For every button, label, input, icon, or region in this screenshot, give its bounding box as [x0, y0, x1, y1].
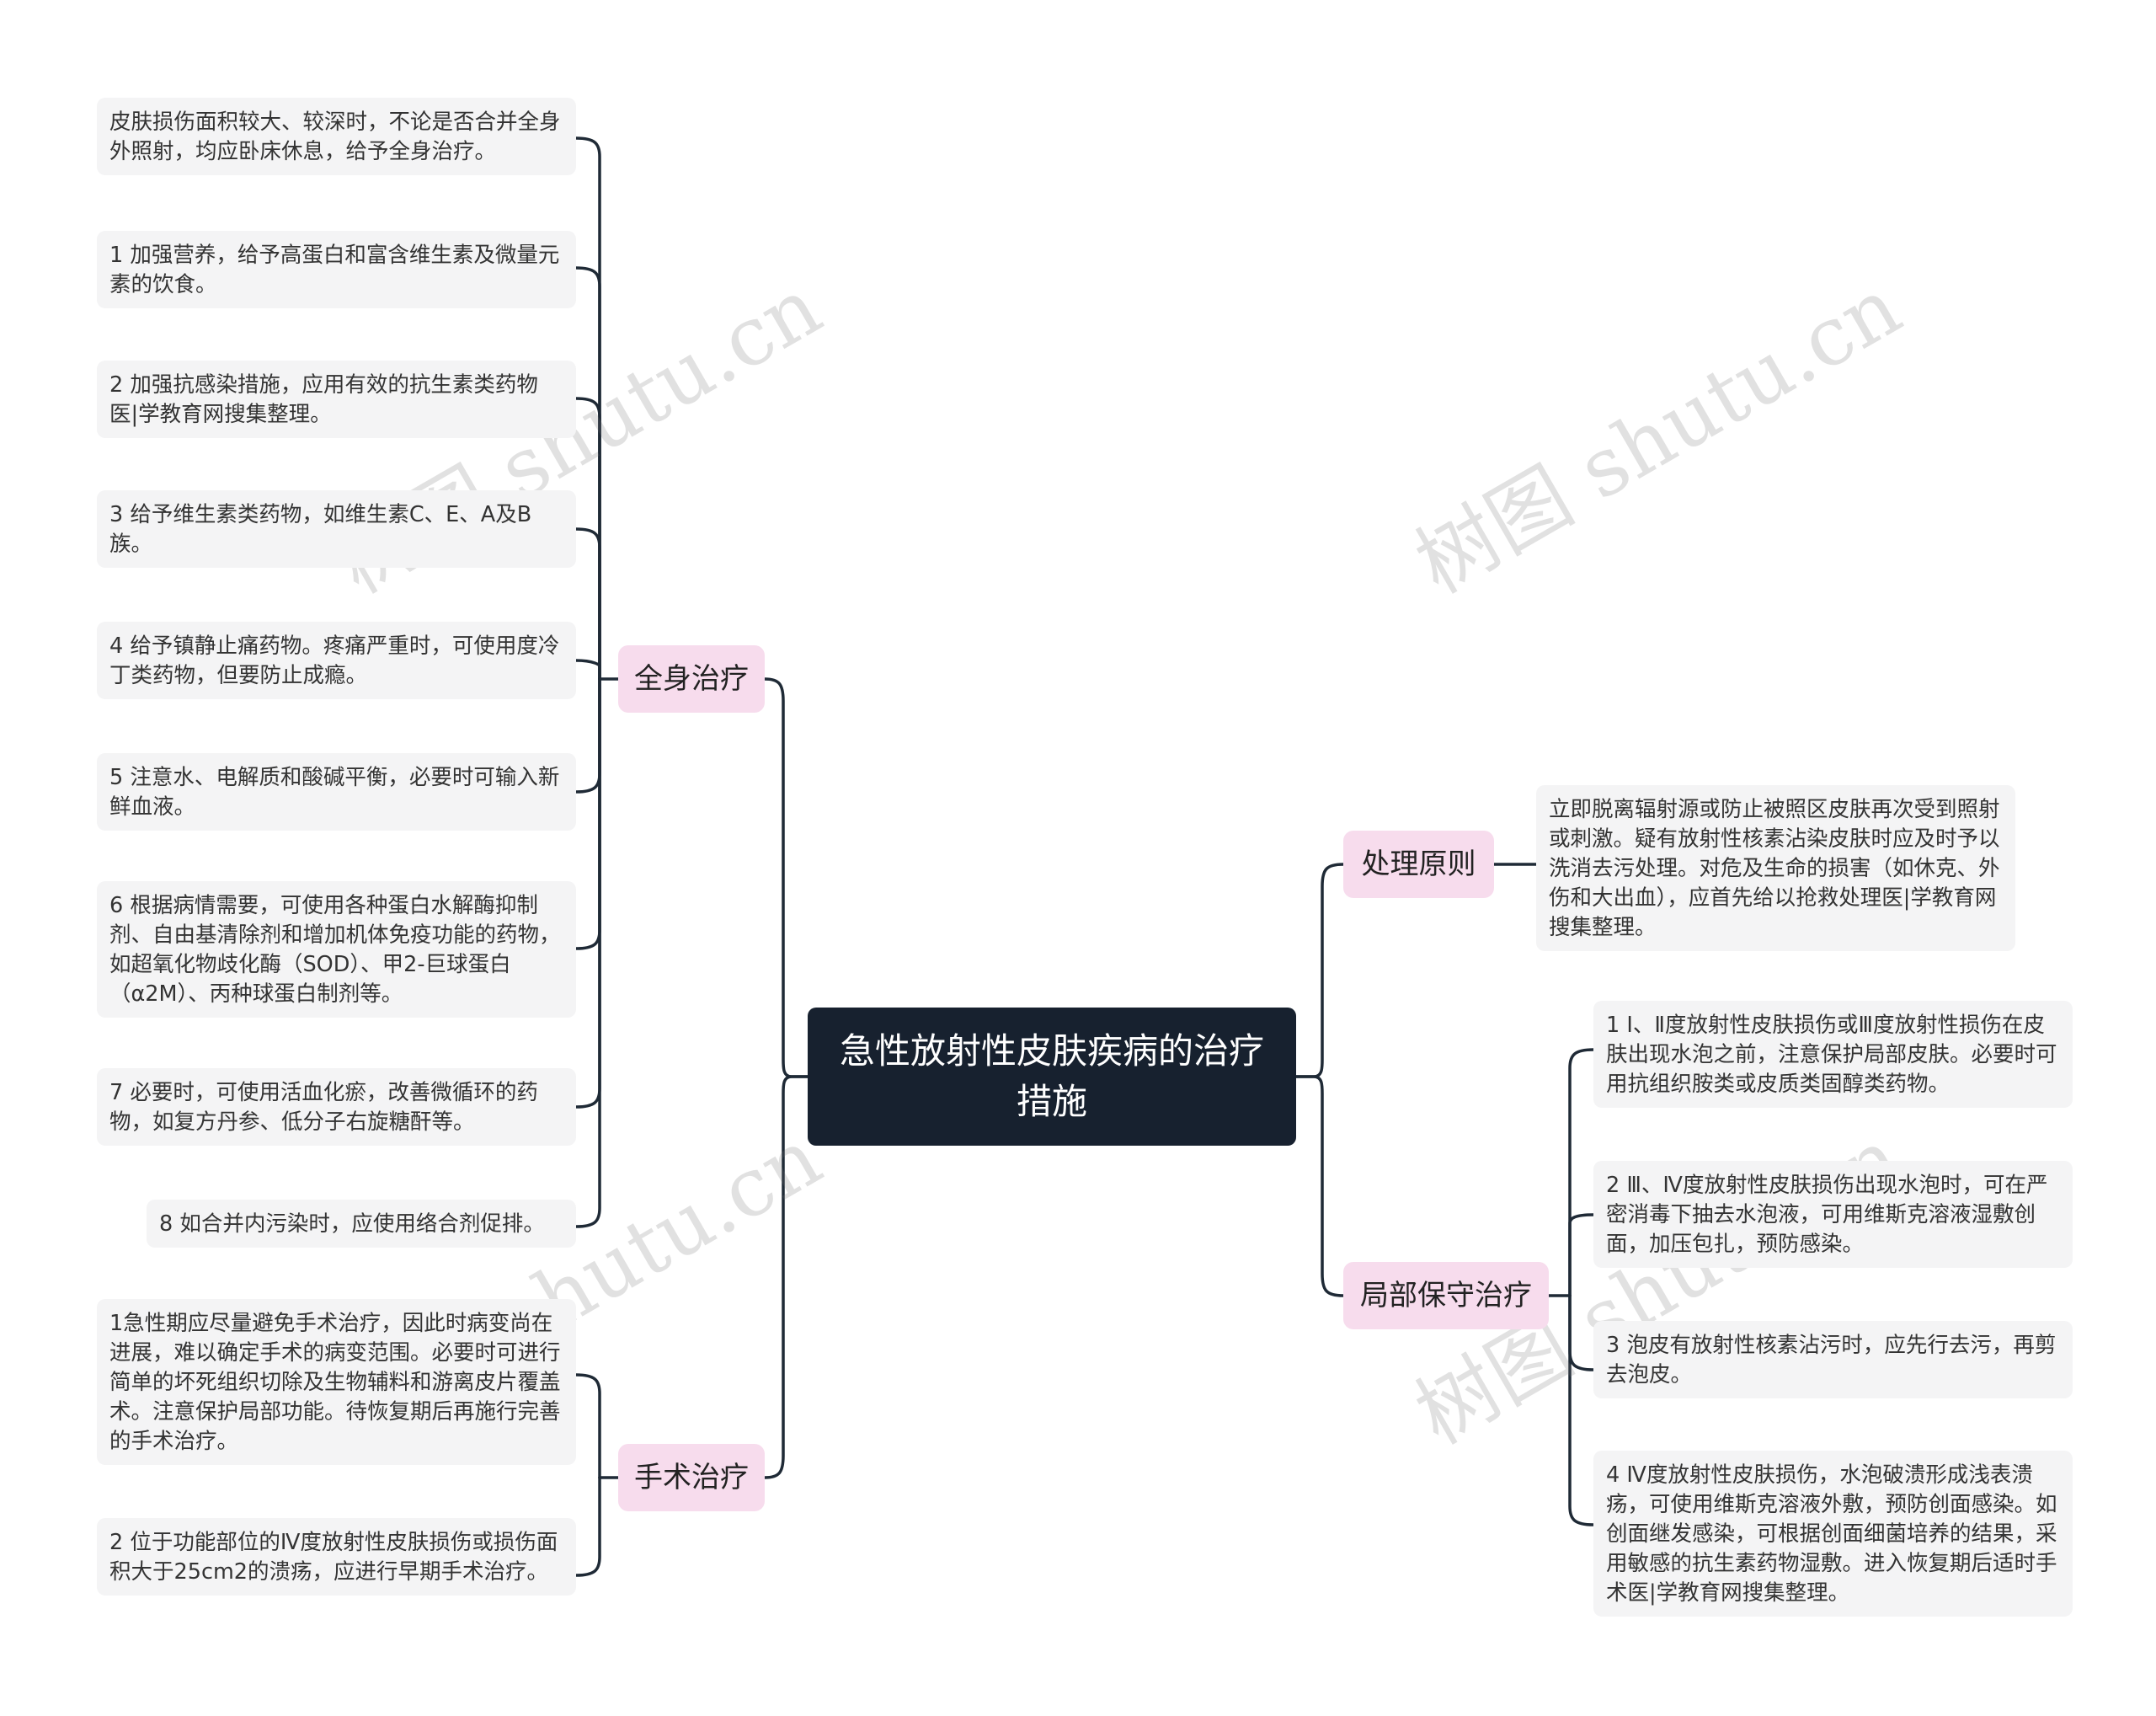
connector-root-principle — [1294, 863, 1345, 1078]
branch-treatment-principle[interactable]: 处理原则 — [1343, 831, 1494, 898]
branch-label: 全身治疗 — [634, 662, 749, 696]
connector-root-systemic — [763, 677, 809, 1078]
branch-systemic-treatment[interactable]: 全身治疗 — [618, 645, 765, 713]
connector-root-local — [1294, 1075, 1345, 1297]
branch-surgical-treatment[interactable]: 手术治疗 — [618, 1444, 765, 1511]
leaf-local-1[interactable]: 2 Ⅲ、Ⅳ度放射性皮肤损伤出现水泡时，可在严密消毒下抽去水泡液，可用维斯克溶液湿… — [1593, 1161, 2073, 1268]
leaf-systemic-4[interactable]: 4 给予镇静止痛药物。疼痛严重时，可使用度冷丁类药物，但要防止成瘾。 — [97, 622, 576, 699]
leaf-local-0[interactable]: 1 Ⅰ、Ⅱ度放射性皮肤损伤或Ⅲ度放射性损伤在皮肤出现水泡之前，注意保护局部皮肤。… — [1593, 1001, 2073, 1108]
leaf-systemic-6[interactable]: 6 根据病情需要，可使用各种蛋白水解酶抑制剂、自由基清除剂和增加机体免疫功能的药… — [97, 881, 576, 1018]
root-topic[interactable]: 急性放射性皮肤疾病的治疗措施 — [808, 1008, 1296, 1146]
leaf-systemic-0[interactable]: 皮肤损伤面积较大、较深时，不论是否合并全身外照射，均应卧床休息，给予全身治疗。 — [97, 98, 576, 175]
leaf-principle-0[interactable]: 立即脱离辐射源或防止被照区皮肤再次受到照射或刺激。疑有放射性核素沾染皮肤时应及时… — [1536, 785, 2015, 951]
leaf-systemic-8[interactable]: 8 如合并内污染时，应使用络合剂促排。 — [147, 1200, 576, 1248]
root-topic-label: 急性放射性皮肤疾病的治疗措施 — [839, 1030, 1264, 1122]
branch-label: 手术治疗 — [634, 1461, 749, 1494]
leaf-systemic-5[interactable]: 5 注意水、电解质和酸碱平衡，必要时可输入新鲜血液。 — [97, 753, 576, 831]
leaf-systemic-1[interactable]: 1 加强营养，给予高蛋白和富含维生素及微量元素的饮食。 — [97, 231, 576, 308]
leaf-local-3[interactable]: 4 Ⅳ度放射性皮肤损伤，水泡破溃形成浅表溃疡，可使用维斯克溶液外敷，预防创面感染… — [1593, 1451, 2073, 1617]
connector-root-surgery — [763, 1075, 809, 1479]
leaf-systemic-2[interactable]: 2 加强抗感染措施，应用有效的抗生素类药物医|学教育网搜集整理。 — [97, 361, 576, 438]
branch-local-conservative-treatment[interactable]: 局部保守治疗 — [1343, 1262, 1549, 1329]
leaf-systemic-3[interactable]: 3 给予维生素类药物，如维生素C、E、A及B族。 — [97, 490, 576, 568]
branch-label: 处理原则 — [1361, 847, 1476, 881]
leaf-surgery-0[interactable]: 1急性期应尽量避免手术治疗，因此时病变尚在进展，难以确定手术的病变范围。必要时可… — [97, 1299, 576, 1465]
branch-label: 局部保守治疗 — [1360, 1279, 1532, 1312]
leaf-local-2[interactable]: 3 泡皮有放射性核素沾污时，应先行去污，再剪去泡皮。 — [1593, 1321, 2073, 1398]
leaf-surgery-1[interactable]: 2 位于功能部位的Ⅳ度放射性皮肤损伤或损伤面积大于25cm2的溃疡，应进行早期手… — [97, 1518, 576, 1596]
leaf-systemic-7[interactable]: 7 必要时，可使用活血化瘀，改善微循环的药物，如复方丹参、低分子右旋糖酐等。 — [97, 1068, 576, 1146]
